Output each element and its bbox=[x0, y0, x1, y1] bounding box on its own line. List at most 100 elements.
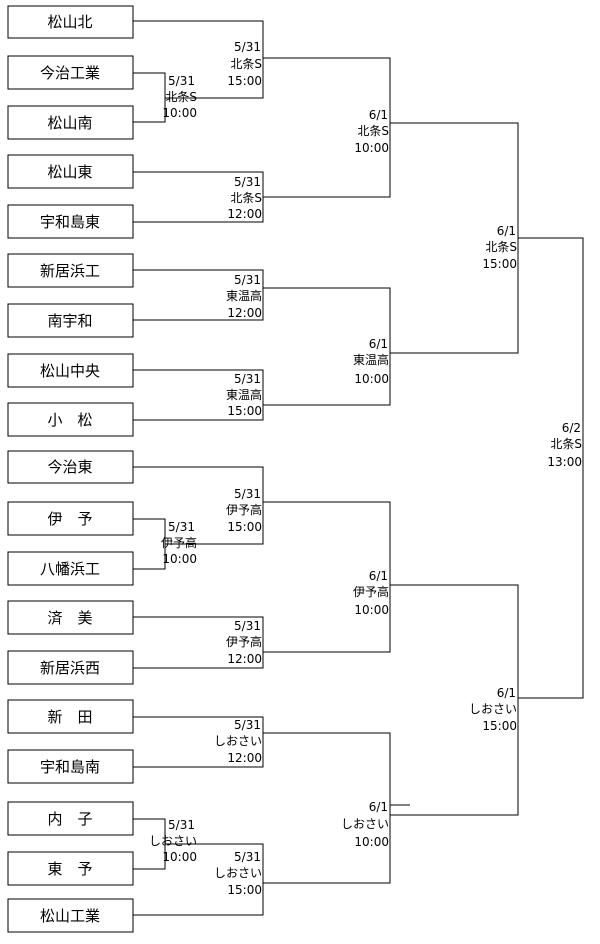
team-name: 松山東 bbox=[47, 163, 92, 181]
match-date: 6/1 bbox=[497, 224, 516, 238]
match-info: 5/31 伊予高 12:00 bbox=[226, 619, 262, 666]
match-venue: 北条S bbox=[485, 240, 517, 254]
match-time: 15:00 bbox=[482, 257, 517, 271]
team-name: 松山北 bbox=[47, 13, 92, 31]
match-time: 12:00 bbox=[227, 306, 262, 320]
match-date: 5/31 bbox=[234, 372, 261, 386]
team-entry: 済 美 bbox=[7, 600, 134, 635]
match-date: 5/31 bbox=[168, 74, 195, 88]
match-venue: 伊予高 bbox=[226, 634, 262, 649]
match-info: 5/31 北条S 15:00 bbox=[227, 40, 262, 88]
match-info: 6/1 北条S 15:00 bbox=[482, 224, 517, 271]
team-name: 松山中央 bbox=[40, 362, 100, 380]
team-name: 東 予 bbox=[47, 860, 92, 878]
match-venue: 北条S bbox=[230, 191, 262, 205]
team-entry: 八幡浜工 bbox=[7, 551, 134, 586]
match-info: 6/1 東温高 10:00 bbox=[353, 337, 389, 386]
match-info: 5/31 伊予高 10:00 bbox=[161, 520, 197, 566]
match-info: 5/31 伊予高 15:00 bbox=[226, 487, 262, 534]
team-name: 内 子 bbox=[47, 810, 92, 828]
match-venue: 北条S bbox=[165, 90, 197, 104]
match-date: 6/1 bbox=[497, 686, 516, 700]
match-date: 5/31 bbox=[234, 273, 261, 287]
match-venue: しおさい bbox=[214, 866, 262, 880]
match-info: 5/31 東温高 15:00 bbox=[226, 372, 262, 418]
match-time: 15:00 bbox=[227, 404, 262, 418]
match-info: 6/1 しおさい 15:00 bbox=[469, 686, 517, 733]
match-venue: しおさい bbox=[149, 834, 197, 848]
match-venue: 北条S bbox=[550, 437, 582, 451]
team-entry: 松山東 bbox=[7, 154, 134, 189]
match-info: 5/31 北条S 10:00 bbox=[162, 74, 197, 120]
match-date: 5/31 bbox=[234, 718, 261, 732]
match-time: 10:00 bbox=[354, 835, 389, 849]
match-time: 12:00 bbox=[227, 652, 262, 666]
team-name: 南宇和 bbox=[47, 312, 92, 330]
team-name: 伊 予 bbox=[47, 510, 92, 528]
match-venue: 東温高 bbox=[226, 288, 262, 303]
team-entry: 伊 予 bbox=[7, 501, 134, 536]
team-entry: 松山中央 bbox=[7, 353, 134, 388]
match-time: 13:00 bbox=[547, 455, 582, 469]
match-date: 5/31 bbox=[234, 619, 261, 633]
match-info: 5/31 しおさい 10:00 bbox=[149, 818, 197, 864]
bracket-lines bbox=[133, 20, 584, 916]
match-date: 6/1 bbox=[369, 337, 388, 351]
match-time: 10:00 bbox=[354, 141, 389, 155]
match-venue: 伊予高 bbox=[226, 502, 262, 517]
team-entry: 小 松 bbox=[7, 402, 134, 437]
team-entry: 南宇和 bbox=[7, 303, 134, 338]
match-time: 15:00 bbox=[227, 520, 262, 534]
match-labels: 5/31 北条S 10:00 5/31 伊予高 10:00 5/31 しおさい … bbox=[149, 40, 582, 897]
match-info: 6/1 伊予高 10:00 bbox=[353, 569, 389, 617]
team-name: 今治東 bbox=[47, 458, 92, 476]
match-venue: 北条S bbox=[230, 57, 262, 71]
match-time: 12:00 bbox=[227, 751, 262, 765]
match-date: 5/31 bbox=[168, 818, 195, 832]
team-name: 松山工業 bbox=[40, 907, 100, 925]
match-time: 15:00 bbox=[482, 719, 517, 733]
match-time: 10:00 bbox=[162, 850, 197, 864]
match-date: 6/2 bbox=[562, 421, 581, 435]
team-name: 新居浜工 bbox=[40, 262, 100, 280]
match-info: 5/31 しおさい 12:00 bbox=[214, 718, 262, 765]
match-venue: 伊予高 bbox=[161, 535, 197, 550]
match-time: 12:00 bbox=[227, 207, 262, 221]
match-info: 5/31 東温高 12:00 bbox=[226, 273, 262, 320]
match-time: 10:00 bbox=[162, 106, 197, 120]
match-date: 5/31 bbox=[168, 520, 195, 534]
team-entry: 今治工業 bbox=[7, 55, 134, 90]
team-name: 新居浜西 bbox=[40, 659, 100, 677]
match-venue: しおさい bbox=[214, 734, 262, 748]
team-entry: 松山南 bbox=[7, 105, 134, 140]
team-entry: 今治東 bbox=[7, 450, 134, 484]
match-info: 6/1 北条S 10:00 bbox=[354, 108, 389, 155]
team-name: 今治工業 bbox=[40, 64, 100, 82]
match-time: 15:00 bbox=[227, 74, 262, 88]
match-time: 15:00 bbox=[227, 883, 262, 897]
match-time: 10:00 bbox=[354, 372, 389, 386]
match-venue: しおさい bbox=[469, 702, 517, 716]
team-entry: 新居浜西 bbox=[7, 650, 134, 685]
team-entry: 新居浜工 bbox=[7, 253, 134, 288]
team-entry: 東 予 bbox=[7, 851, 134, 886]
match-date: 5/31 bbox=[234, 487, 261, 501]
match-info: 6/1 しおさい 10:00 bbox=[341, 800, 389, 849]
match-venue: 伊予高 bbox=[353, 584, 389, 599]
match-venue: 東温高 bbox=[353, 352, 389, 367]
match-date: 6/1 bbox=[369, 800, 388, 814]
team-name: 済 美 bbox=[47, 609, 92, 627]
team-name: 新 田 bbox=[47, 708, 92, 726]
team-name: 宇和島東 bbox=[40, 213, 100, 231]
match-date: 5/31 bbox=[234, 850, 261, 864]
match-info: 5/31 しおさい 15:00 bbox=[214, 850, 262, 897]
match-time: 10:00 bbox=[162, 552, 197, 566]
team-entry: 松山工業 bbox=[7, 898, 134, 933]
match-date: 6/1 bbox=[369, 108, 388, 122]
team-name: 八幡浜工 bbox=[40, 560, 100, 578]
match-info: 5/31 北条S 12:00 bbox=[227, 175, 262, 221]
match-date: 6/1 bbox=[369, 569, 388, 583]
match-venue: 東温高 bbox=[226, 387, 262, 402]
team-entry: 松山北 bbox=[7, 5, 134, 39]
